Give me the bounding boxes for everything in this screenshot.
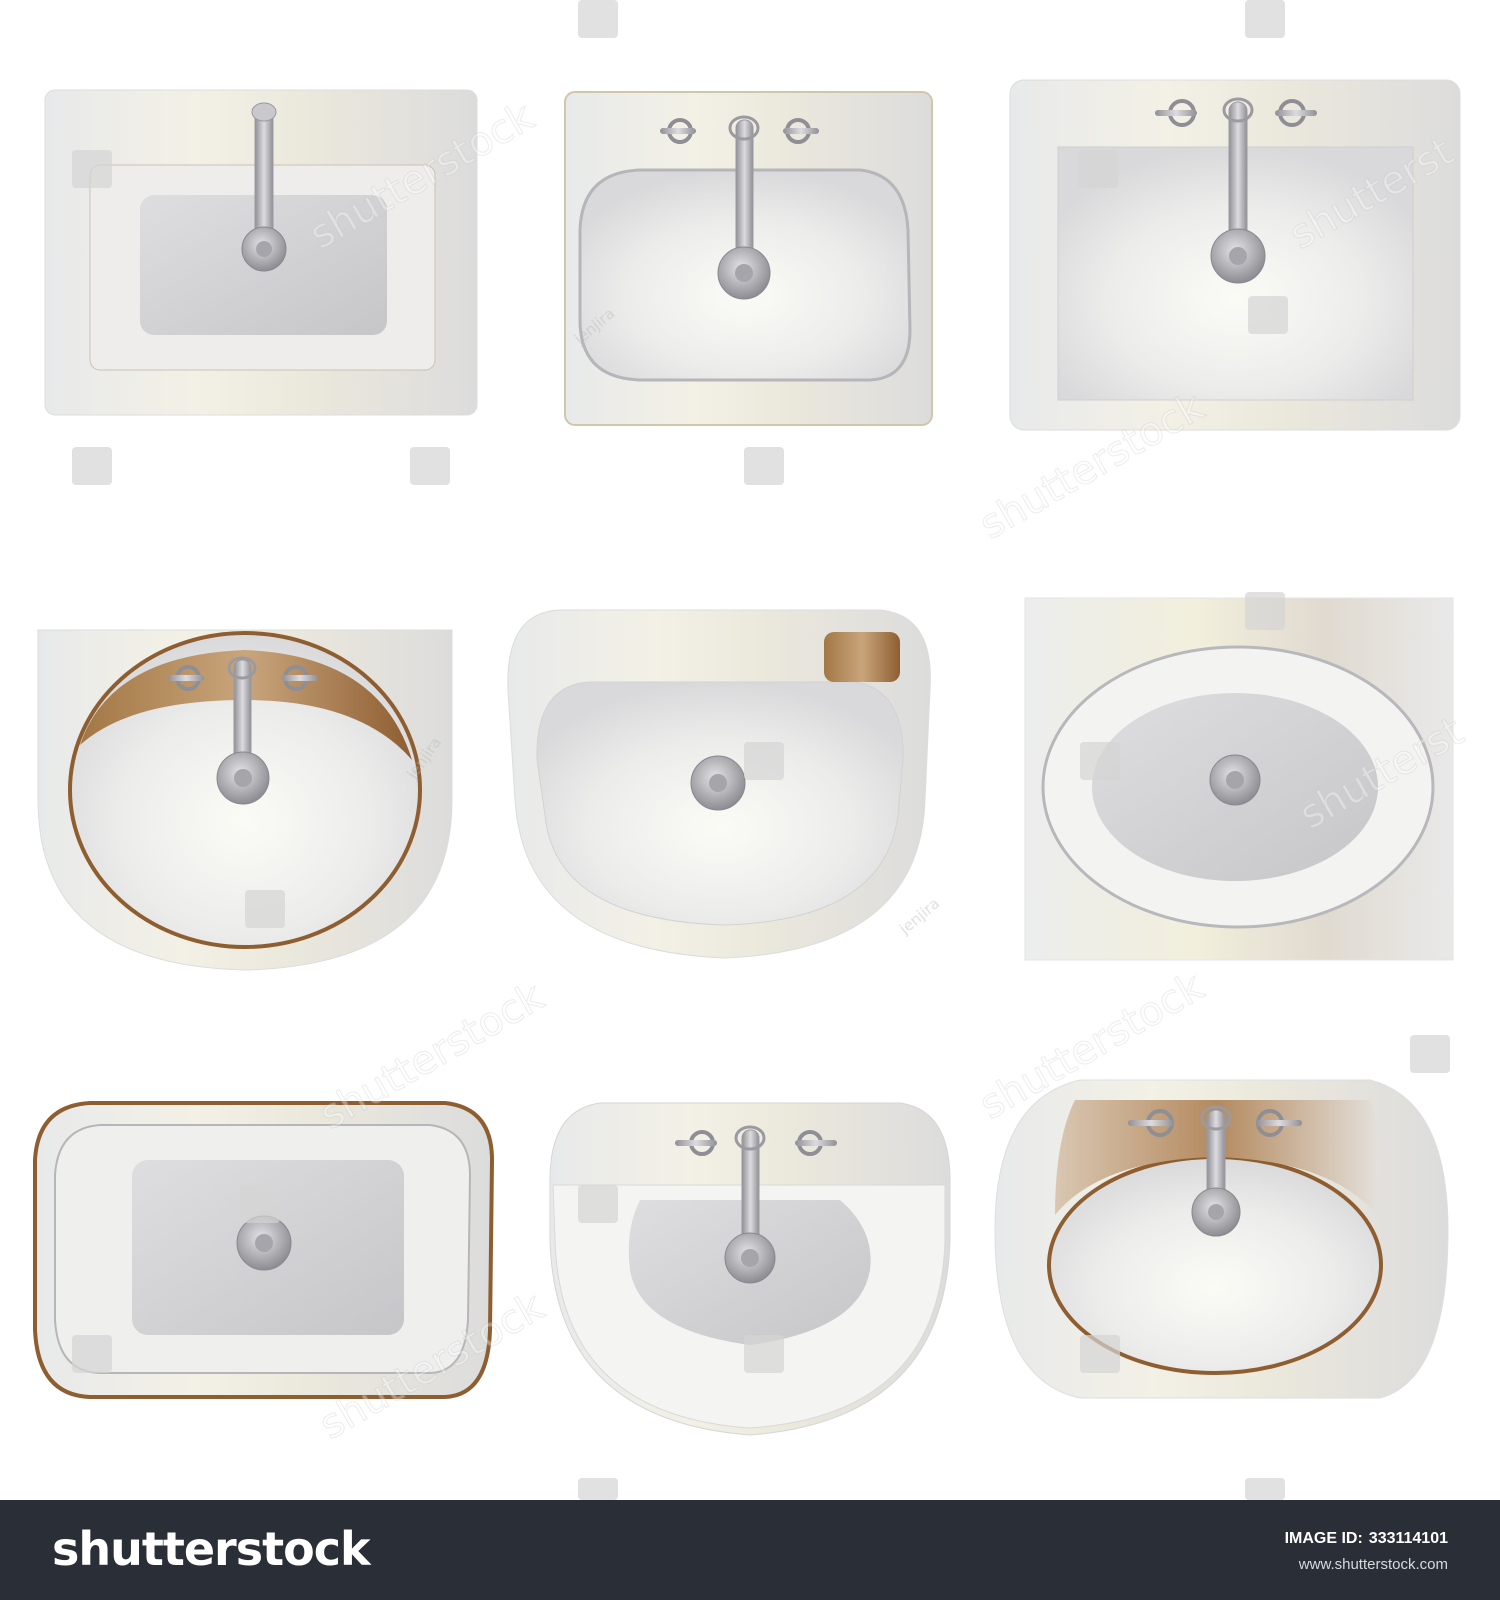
sink-1 [44,89,478,416]
sink-3 [1009,79,1461,431]
image-id-label: IMAGE ID: [1284,1530,1363,1547]
drain-icon [1209,754,1261,806]
handle-left-icon [168,665,204,691]
watermark-badges [72,0,1450,1500]
svg-text:jenjira: jenjira [895,894,943,938]
site-url: www.shutterstock.com [1298,1556,1448,1573]
handle-right-icon [783,118,819,144]
sink-2 [564,91,933,426]
handle-left-icon [675,1130,717,1156]
handle-left-icon [1128,1109,1174,1137]
drain-icon [690,755,746,811]
sink-7 [33,1101,495,1399]
drain-icon [717,246,771,300]
sink-9 [994,1079,1449,1399]
drain-icon [241,226,287,272]
image-id: IMAGE ID: 333114101 [1285,1530,1448,1548]
drain-icon [1210,228,1266,284]
stock-footer-bar: shutterstock IMAGE ID: 333114101 www.shut… [0,1500,1500,1600]
drain-icon [236,1215,292,1271]
handle-right-icon [795,1130,837,1156]
image-id-value: 333114101 [1368,1530,1448,1547]
sink-8 [549,1102,951,1436]
handle-right-icon [1256,1109,1302,1137]
handle-left-icon [660,118,696,144]
handle-left-icon [1155,99,1197,127]
shutterstock-logo: shutterstock [52,1522,371,1576]
sink-4 [37,629,453,971]
drain-icon [216,751,270,805]
drain-icon [1191,1187,1241,1237]
faucet-spout-icon [251,102,277,256]
soap-dish-icon [824,632,900,682]
handle-right-icon [282,665,318,691]
drain-icon [724,1232,776,1284]
handle-right-icon [1275,99,1317,127]
sink-plan-artwork: shutterstock shutterst shutterstock shut… [33,0,1472,1500]
sink-5 [507,609,931,959]
